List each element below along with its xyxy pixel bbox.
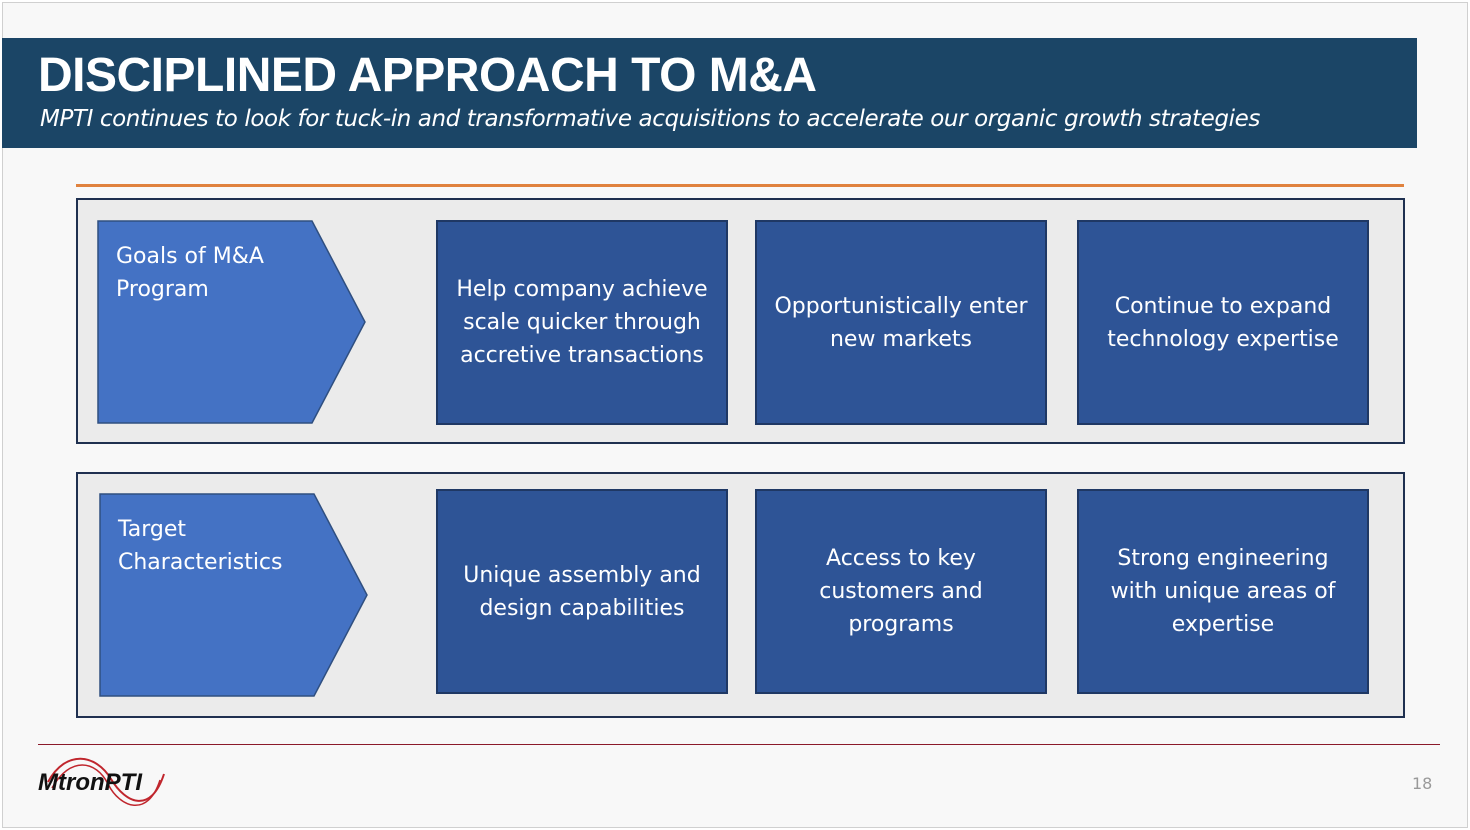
target-label: Target Characteristics <box>118 517 283 575</box>
goal-box-2: Opportunistically enter new markets <box>755 220 1047 425</box>
target-box-2: Access to key customers and programs <box>755 489 1047 694</box>
goals-label: Goals of M&A Program <box>116 244 264 302</box>
page-number: 18 <box>1412 774 1433 793</box>
footer-divider <box>38 744 1440 745</box>
header-banner <box>2 38 1417 148</box>
page-subtitle: MPTI continues to look for tuck-in and t… <box>40 106 1260 132</box>
page-title: DISCIPLINED APPROACH TO M&A <box>38 49 817 102</box>
mtronpti-logo: MtronPTI <box>36 754 171 818</box>
goals-chevron: Goals of M&A Program <box>97 220 367 424</box>
target-box-1: Unique assembly and design capabilities <box>436 489 728 694</box>
accent-divider <box>76 184 1404 187</box>
goal-box-3: Continue to expand technology expertise <box>1077 220 1369 425</box>
target-chevron: Target Characteristics <box>99 493 369 697</box>
target-box-3: Strong engineering with unique areas of … <box>1077 489 1369 694</box>
goal-box-1: Help company achieve scale quicker throu… <box>436 220 728 425</box>
svg-text:MtronPTI: MtronPTI <box>38 769 143 796</box>
